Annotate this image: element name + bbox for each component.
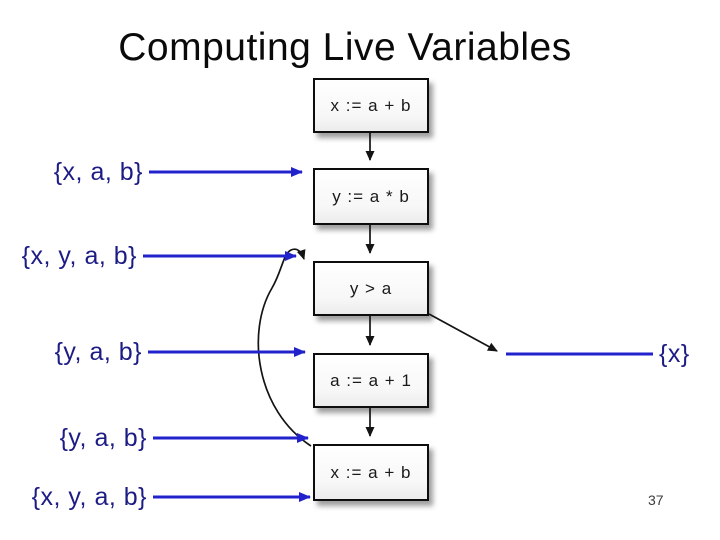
cfg-node-5-label: x := a + b [330, 462, 412, 482]
live-set-exit: {x} [659, 340, 690, 368]
live-set-3: {y, a, b} [54, 338, 142, 366]
cfg-node-1-label: x := a + b [330, 95, 412, 115]
page-number: 37 [648, 492, 664, 508]
cfg-node-4-label: a := a + 1 [330, 370, 412, 390]
cfg-node-2: y := a * b [313, 168, 429, 225]
live-set-4: {y, a, b} [59, 424, 147, 452]
cfg-node-2-label: y := a * b [332, 186, 410, 206]
cfg-node-3: y > a [313, 261, 429, 316]
edge-n3-exit [428, 313, 498, 352]
live-set-1: {x, a, b} [53, 158, 143, 186]
edge-n5-n3-loop-back [257, 248, 312, 447]
cfg-node-4: a := a + 1 [313, 353, 429, 408]
cfg-node-3-label: y > a [349, 278, 393, 298]
live-set-2: {x, y, a, b} [21, 242, 137, 270]
cfg-node-5: x := a + b [313, 444, 429, 501]
slide-title: Computing Live Variables [118, 26, 572, 69]
live-set-5: {x, y, a, b} [31, 483, 147, 511]
cfg-node-1: x := a + b [313, 78, 429, 133]
